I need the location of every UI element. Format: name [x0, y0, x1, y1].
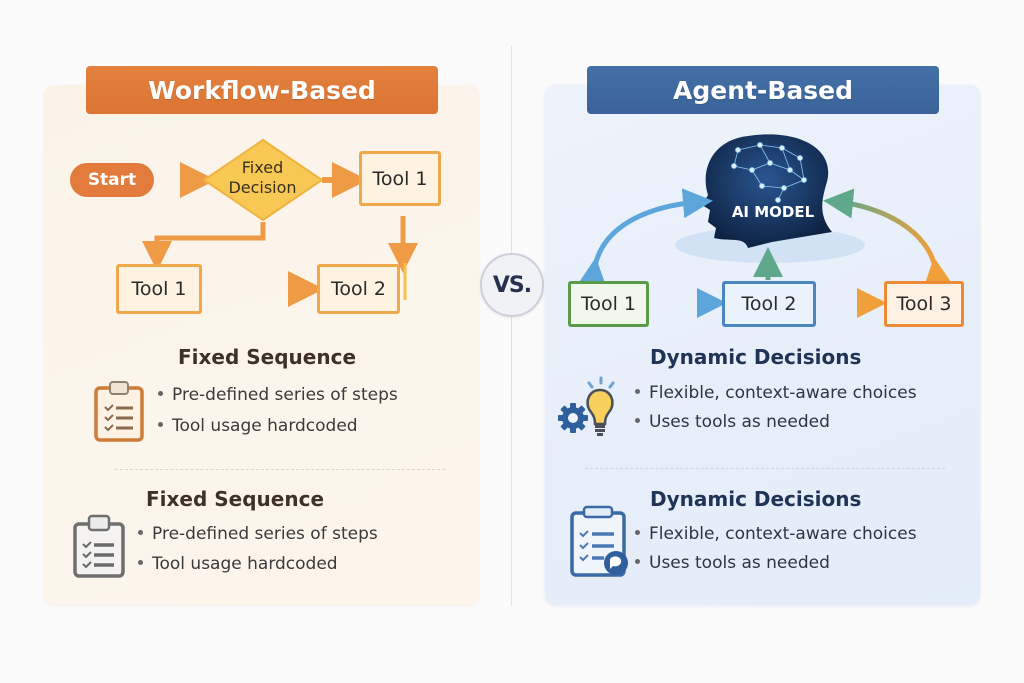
start-node: Start [70, 163, 154, 197]
agent-section1-bullet: Uses tools as needed [635, 412, 830, 432]
bullet-text: Flexible, context-aware choices [649, 383, 917, 403]
bullet-text: Pre-defined series of steps [172, 385, 398, 405]
agent-tool3-node: Tool 3 [884, 281, 964, 327]
bullet-text: Tool usage hardcoded [172, 416, 358, 436]
arrow-tool3-model [823, 188, 953, 289]
arrow-decision-to-tool1-bottom [142, 222, 266, 271]
agent-section2-bullet: Flexible, context-aware choices [635, 524, 917, 544]
decision-diamond [202, 138, 324, 222]
workflow-section2-bullet: Tool usage hardcoded [138, 554, 338, 574]
agent-section1-bullet: Flexible, context-aware choices [635, 383, 917, 403]
section-divider [585, 468, 945, 469]
agent-tool1-node: Tool 1 [568, 281, 649, 327]
bullet-text: Uses tools as needed [649, 412, 830, 432]
tool1-bottom-node: Tool 1 [116, 264, 202, 314]
agent-section2-title: Dynamic Decisions [650, 487, 862, 511]
decision-label-line2: Decision [228, 178, 297, 197]
bullet-text: Tool usage hardcoded [152, 554, 338, 574]
bullet-text: Uses tools as needed [649, 553, 830, 573]
gear-lightbulb-icon [558, 376, 615, 436]
agent-tool2-node: Tool 2 [722, 281, 816, 327]
clipboard-chat-icon [570, 505, 628, 577]
decision-label-line1: Fixed [241, 158, 284, 177]
tool1-top-node: Tool 1 [359, 151, 441, 206]
workflow-section1-title: Fixed Sequence [178, 345, 357, 369]
workflow-title-banner: Workflow-Based [86, 66, 438, 114]
bullet-text: Pre-defined series of steps [152, 524, 378, 544]
agent-title-banner: Agent-Based [587, 66, 939, 114]
neural-network-icon [731, 142, 807, 203]
workflow-section2-title: Fixed Sequence [146, 487, 325, 511]
ai-head-icon [702, 134, 832, 248]
tool2-node: Tool 2 [317, 264, 400, 314]
arrow-tool1-model [577, 188, 713, 289]
workflow-section1-bullet: Pre-defined series of steps [158, 385, 398, 405]
fixed-decision-node: Fixed Decision [205, 158, 320, 202]
ai-model-label: AI MODEL [731, 203, 815, 221]
vs-badge: VS. [480, 253, 544, 317]
clipboard-checklist-icon [73, 514, 125, 578]
bullet-text: Flexible, context-aware choices [649, 524, 917, 544]
center-divider [511, 46, 512, 606]
section-divider [115, 469, 445, 470]
agent-section2-bullet: Uses tools as needed [635, 553, 830, 573]
workflow-section1-bullet: Tool usage hardcoded [158, 416, 358, 436]
agent-section1-title: Dynamic Decisions [650, 345, 862, 369]
workflow-section2-bullet: Pre-defined series of steps [138, 524, 378, 544]
clipboard-checklist-icon [94, 381, 144, 442]
